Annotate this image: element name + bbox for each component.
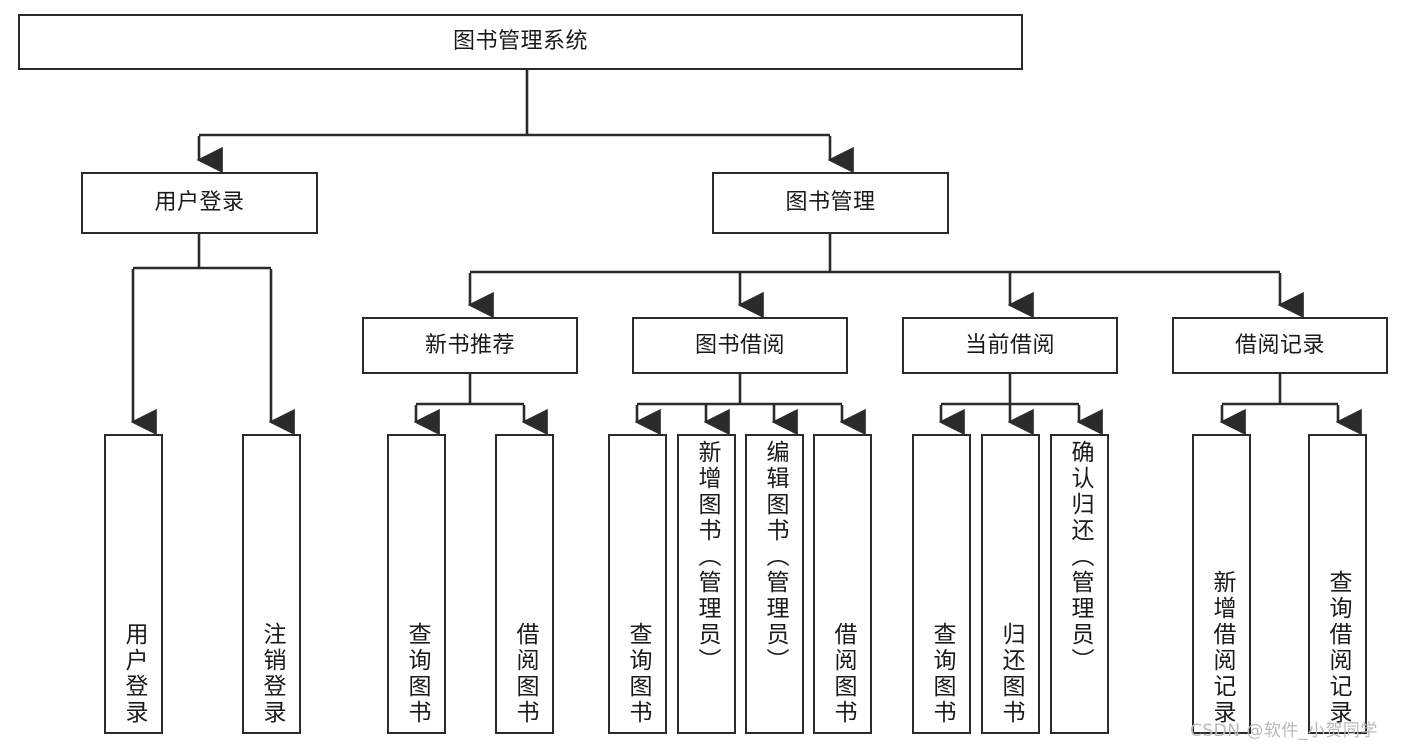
- node-leaf-borrow-book-1[interactable]: 借阅图书: [495, 434, 554, 734]
- node-leaf-query-book-3[interactable]: 查询图书: [912, 434, 971, 734]
- node-borrow-record-label: 借阅记录: [1234, 332, 1325, 358]
- node-leaf-borrow-book-2[interactable]: 借阅图书: [813, 434, 872, 734]
- node-new-book-recommend-label: 新书推荐: [424, 332, 515, 358]
- node-book-management[interactable]: 图书管理: [712, 172, 949, 234]
- node-current-borrow[interactable]: 当前借阅: [902, 317, 1118, 374]
- node-user-login-label: 用户登录: [154, 190, 245, 216]
- node-leaf-return-book-label: 归还图书: [998, 622, 1024, 726]
- node-leaf-logout-login-label: 注销登录: [259, 622, 285, 726]
- node-book-borrow[interactable]: 图书借阅: [632, 317, 848, 374]
- node-leaf-add-record-label: 新增借阅记录: [1209, 570, 1235, 726]
- node-leaf-user-login-label: 用户登录: [121, 622, 147, 726]
- node-leaf-query-book-1-label: 查询图书: [404, 622, 430, 726]
- node-leaf-query-book-2-label: 查询图书: [625, 622, 651, 726]
- node-leaf-confirm-return-label: 确认归还（管理员）: [1067, 440, 1093, 674]
- node-leaf-query-book-1[interactable]: 查询图书: [387, 434, 446, 734]
- node-leaf-edit-book-label: 编辑图书（管理员）: [762, 440, 788, 674]
- node-borrow-record[interactable]: 借阅记录: [1172, 317, 1388, 374]
- node-book-management-label: 图书管理: [785, 190, 876, 216]
- node-user-login[interactable]: 用户登录: [81, 172, 318, 234]
- node-leaf-query-record[interactable]: 查询借阅记录: [1308, 434, 1367, 734]
- node-leaf-add-book[interactable]: 新增图书（管理员）: [677, 434, 736, 734]
- node-leaf-logout-login[interactable]: 注销登录: [242, 434, 301, 734]
- node-leaf-add-book-label: 新增图书（管理员）: [694, 440, 720, 674]
- node-leaf-query-book-3-label: 查询图书: [929, 622, 955, 726]
- node-leaf-query-record-label: 查询借阅记录: [1325, 570, 1351, 726]
- node-leaf-user-login[interactable]: 用户登录: [104, 434, 163, 734]
- node-root-system-label: 图书管理系统: [452, 29, 588, 55]
- node-leaf-borrow-book-2-label: 借阅图书: [830, 622, 856, 726]
- csdn-watermark: CSDN @软件_小贺同学: [1190, 721, 1378, 741]
- node-book-borrow-label: 图书借阅: [694, 332, 785, 358]
- node-current-borrow-label: 当前借阅: [964, 332, 1055, 358]
- node-leaf-add-record[interactable]: 新增借阅记录: [1192, 434, 1251, 734]
- node-leaf-query-book-2[interactable]: 查询图书: [608, 434, 667, 734]
- node-leaf-return-book[interactable]: 归还图书: [981, 434, 1040, 734]
- node-root-system[interactable]: 图书管理系统: [18, 14, 1023, 70]
- node-leaf-edit-book[interactable]: 编辑图书（管理员）: [745, 434, 804, 734]
- node-leaf-borrow-book-1-label: 借阅图书: [512, 622, 538, 726]
- node-new-book-recommend[interactable]: 新书推荐: [362, 317, 578, 374]
- node-leaf-confirm-return[interactable]: 确认归还（管理员）: [1050, 434, 1109, 734]
